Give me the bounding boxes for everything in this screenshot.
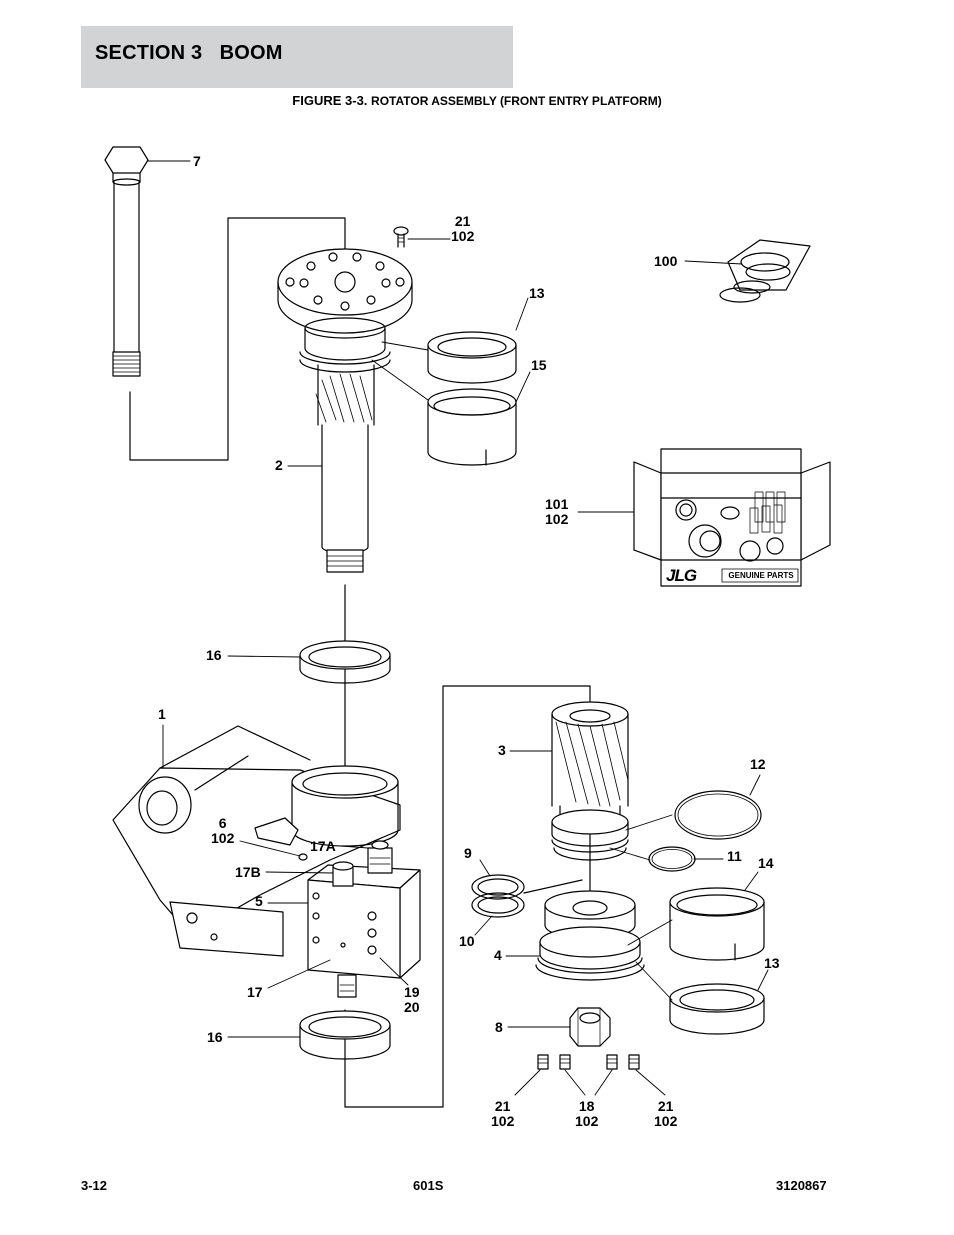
callout-7: 7	[193, 153, 201, 169]
callout-21-102-right: 21 102	[654, 1098, 678, 1129]
footer-page-number: 3-12	[81, 1178, 108, 1193]
section-title: SECTION 3 BOOM	[95, 42, 283, 64]
bearing-13-bottom	[669, 983, 765, 1035]
bushing-15	[427, 388, 517, 466]
callout-12: 12	[750, 756, 766, 772]
callout-100: 100	[654, 253, 678, 269]
callout-4: 4	[494, 947, 502, 963]
callout-14: 14	[758, 855, 774, 871]
callout-13-bottom: 13	[764, 955, 780, 971]
callout-2: 2	[275, 457, 283, 473]
callout-21-102-top: 21 102	[451, 213, 475, 244]
seal-kit-100	[719, 239, 811, 303]
callout-15: 15	[531, 357, 547, 373]
callout-3: 3	[498, 742, 506, 758]
callout-16-bottom: 16	[207, 1029, 223, 1045]
kit-genuine-parts-label: GENUINE PARTS	[728, 571, 794, 580]
bearing-13-top	[427, 331, 517, 384]
callout-17: 17	[247, 984, 263, 1000]
callout-1: 1	[158, 706, 166, 722]
callout-19-20: 19 20	[404, 984, 420, 1015]
screw-21-top	[393, 226, 409, 248]
figure-title: ROTATOR ASSEMBLY (FRONT ENTRY PLATFORM)	[371, 94, 662, 108]
footer-model: 601S	[413, 1178, 444, 1193]
o-ring-11	[648, 846, 696, 872]
callout-11: 11	[727, 848, 742, 864]
callout-17b: 17B	[235, 864, 261, 880]
section-banner: SECTION 3 BOOM	[81, 26, 513, 88]
kit-brand-logo: JLG	[666, 566, 697, 585]
seals-9-10	[471, 874, 583, 918]
callout-18-102: 18 102	[575, 1098, 599, 1129]
o-ring-12	[674, 790, 762, 840]
callout-13-top: 13	[529, 285, 545, 301]
callout-21-102-left: 21 102	[491, 1098, 515, 1129]
callout-6-102: 6 102	[211, 815, 235, 846]
callout-10: 10	[459, 933, 475, 949]
callout-17a: 17A	[310, 838, 336, 854]
leader-lines	[147, 160, 769, 1096]
callout-5: 5	[255, 893, 263, 909]
valve-block-17	[298, 840, 421, 998]
bolt-7	[104, 146, 149, 377]
piston-4	[535, 890, 645, 981]
screws-21-18-bottom	[537, 1054, 640, 1070]
rotator-housing-1	[112, 725, 401, 957]
callout-101-102: 101 102	[545, 496, 569, 527]
footer-doc-number: 3120867	[776, 1178, 827, 1193]
figure-caption: FIGURE 3-3. ROTATOR ASSEMBLY (FRONT ENTR…	[0, 93, 954, 108]
callout-8: 8	[495, 1019, 503, 1035]
assembly-line-bolt	[129, 217, 346, 461]
ring-16-top	[299, 640, 391, 684]
kit-box-101	[633, 448, 831, 587]
nut-8	[569, 1007, 611, 1047]
figure-number: FIGURE 3-3.	[292, 93, 368, 108]
callout-16-top: 16	[206, 647, 222, 663]
ring-16-bottom	[299, 1010, 391, 1060]
gear-shaft-3	[551, 701, 629, 861]
bushing-14	[669, 887, 765, 961]
callout-9: 9	[464, 845, 472, 861]
assembly-line-gear	[344, 685, 591, 1108]
shaft-2	[277, 248, 413, 573]
